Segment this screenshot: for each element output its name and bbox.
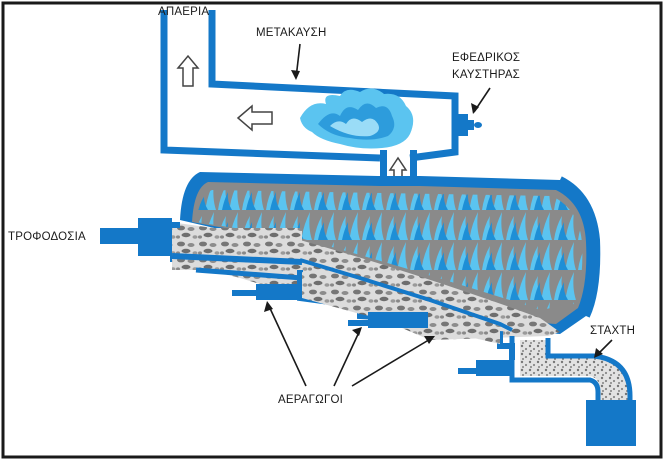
label-aux-burner-line2: ΚΑΥΣΤΗΡΑΣ bbox=[452, 69, 520, 81]
label-flue-gases: ΑΠΑΕΡΙΑ bbox=[158, 6, 209, 18]
label-air-ducts: ΑΕΡΑΓΩΓΟΙ bbox=[278, 394, 343, 406]
feed-chute bbox=[100, 218, 303, 281]
label-afterburning: ΜΕΤΑΚΑΥΣΗ bbox=[256, 27, 326, 39]
air-duct-1 bbox=[232, 284, 302, 300]
pointer-heads bbox=[264, 70, 603, 358]
afterburner-duct bbox=[160, 10, 459, 162]
grate-housing bbox=[297, 258, 515, 360]
air-duct-2 bbox=[348, 312, 428, 328]
afterburner-flames bbox=[300, 88, 414, 149]
label-aux-burner-line1: ΕΦΕΔΡΙΚΟΣ bbox=[452, 52, 520, 64]
label-ash: ΣΤΑΧΤΗ bbox=[590, 325, 635, 337]
left-arrow-icon bbox=[236, 104, 273, 132]
auxiliary-burner bbox=[458, 114, 482, 136]
air-duct-3 bbox=[458, 360, 512, 376]
label-feeding: ΤΡΟΦΟΔΟΣΙΑ bbox=[8, 231, 86, 243]
ash-bin bbox=[586, 400, 636, 446]
up-arrow-icon bbox=[176, 54, 200, 87]
ash-chute bbox=[509, 336, 633, 402]
